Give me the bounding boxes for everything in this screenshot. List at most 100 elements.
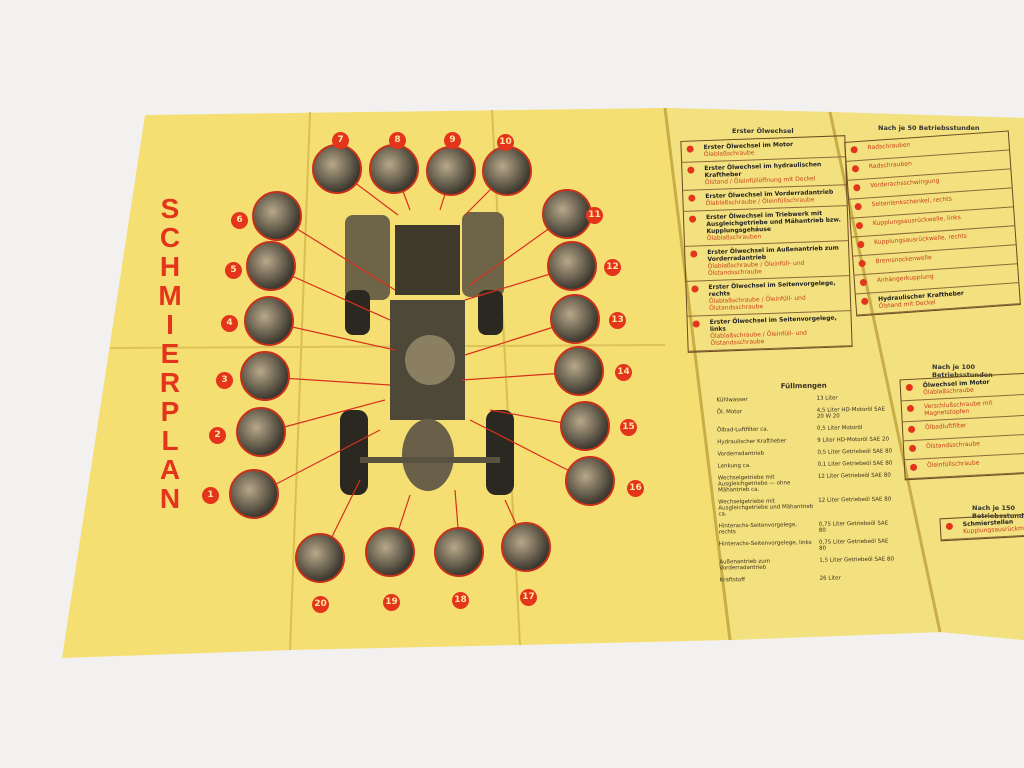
- fill-item: Kraftstoff: [719, 577, 746, 584]
- every-100-heading: Nach je 100 Betriebsstunden: [932, 363, 993, 379]
- point-number: 10: [497, 134, 514, 151]
- fill-row: Hinterachs-Seitenvorgelege, rechts 0,75 L…: [718, 520, 894, 536]
- fill-row: Ölbad-Luftfilter ca.0,5 Liter Motoröl: [717, 424, 892, 434]
- fill-value: 1,5 Liter Getriebeöl SAE 80: [819, 556, 895, 564]
- fill-quantities-heading: Füllmengen: [780, 381, 827, 391]
- detail-photo-8: [369, 144, 419, 194]
- title-letter: M: [158, 280, 182, 311]
- detail-photo-9: [426, 146, 476, 196]
- point-number: 14: [615, 364, 632, 381]
- row-detail: Ölstandsschraube: [925, 440, 981, 451]
- point-number: 1: [202, 487, 219, 504]
- lube-point-dot: [690, 250, 698, 258]
- title-letter: P: [160, 396, 180, 427]
- point-number: 16: [627, 480, 644, 497]
- lube-point-dot: [850, 146, 858, 154]
- fill-value: 13 Liter: [816, 395, 838, 402]
- detail-photo-11: [542, 189, 592, 239]
- fill-row: Lenkung ca.0,1 Liter Getriebeöl SAE 80: [718, 460, 893, 469]
- detail-photo-20: [295, 533, 345, 583]
- lube-point-dot: [687, 166, 695, 174]
- lube-point-dot: [854, 202, 862, 211]
- title-letter: N: [159, 483, 181, 514]
- point-number: 15: [620, 419, 637, 436]
- lube-point-dot: [688, 194, 696, 202]
- fill-row: Hydraulischer Kraftheber 9 Liter HD-Motor…: [717, 436, 892, 446]
- fill-row: Vorderradantrieb 0,5 Liter Getriebeöl SAE…: [717, 448, 892, 457]
- fill-value: 0,5 Liter Getriebeöl SAE 80: [817, 448, 893, 456]
- title-letter: L: [161, 425, 179, 456]
- fill-row: Wechselgetriebe mit Ausgleichgetriebe un…: [718, 496, 893, 518]
- fill-row: Wechselgetriebe mit Ausgleichgetriebe — …: [717, 472, 893, 494]
- lube-point-dot: [906, 404, 915, 413]
- title-letter: I: [166, 309, 174, 340]
- point-number: 8: [389, 132, 406, 149]
- detail-photo-13: [550, 294, 600, 344]
- every-150-heading: Nach je 150 Betriebsstunden: [972, 504, 1024, 520]
- table-row: Erster Ölwechsel im Triebwerk mit Ausgle…: [683, 206, 848, 247]
- fill-value: 0,75 Liter Getriebeöl SAE 80: [818, 520, 889, 534]
- fill-item: Hydraulischer Kraftheber: [717, 438, 787, 446]
- fill-item: Kühlwasser: [716, 396, 748, 404]
- fill-value: 12 Liter Getriebeöl SAE 80: [818, 496, 892, 504]
- detail-photo-18: [434, 527, 484, 577]
- detail-photo-3: [240, 351, 290, 401]
- fill-item: Hinterachs-Seitenvorgelege, links: [718, 539, 812, 548]
- detail-photo-2: [236, 407, 286, 457]
- lube-point-dot: [907, 425, 916, 434]
- fill-item: Hinterachs-Seitenvorgelege, rechts: [718, 522, 798, 536]
- point-number: 5: [225, 262, 242, 279]
- fill-item: Wechselgetriebe mit Ausgleichgetriebe un…: [718, 498, 814, 518]
- detail-photo-10: [482, 146, 532, 196]
- point-number: 9: [444, 132, 461, 149]
- fill-item: Lenkung ca.: [717, 462, 751, 470]
- table-row: Erster Ölwechsel im Seitenvorgelege, lin…: [687, 311, 852, 352]
- point-number: 12: [604, 259, 621, 276]
- fill-item: Vorderradantrieb: [717, 450, 765, 458]
- detail-photo-17: [501, 522, 551, 572]
- detail-photo-19: [365, 527, 415, 577]
- lube-point-dot: [861, 297, 869, 306]
- fill-item: Wechselgetriebe mit Ausgleichgetriebe — …: [717, 474, 791, 494]
- lube-point-dot: [908, 444, 917, 453]
- first-change-heading: Erster Ölwechsel: [732, 127, 794, 135]
- point-number: 19: [383, 594, 400, 611]
- lube-point-dot: [859, 278, 868, 287]
- title-letter: C: [159, 222, 181, 253]
- lube-point-dot: [686, 145, 694, 153]
- lube-point-dot: [945, 522, 954, 531]
- lube-point-dot: [857, 240, 865, 249]
- detail-photo-5: [246, 241, 296, 291]
- detail-photo-4: [244, 296, 294, 346]
- lube-point-dot: [909, 463, 918, 472]
- lube-point-dot: [853, 183, 861, 192]
- title-letter: E: [160, 338, 180, 369]
- detail-photo-14: [554, 346, 604, 396]
- detail-photo-15: [560, 401, 610, 451]
- lube-point-dot: [692, 320, 700, 328]
- point-number: 2: [209, 427, 226, 444]
- lube-point-dot: [905, 383, 914, 392]
- fill-value: 0,5 Liter Motoröl: [816, 425, 863, 432]
- point-number: 3: [216, 372, 233, 389]
- lube-point-dot: [691, 285, 699, 293]
- tractor-illustration: [340, 212, 514, 495]
- row-detail: Ölbadluftfilter: [924, 422, 967, 432]
- detail-photo-12: [547, 241, 597, 291]
- fill-value: 26 Liter: [819, 575, 841, 582]
- point-number: 11: [586, 207, 603, 224]
- point-number: 6: [231, 212, 248, 229]
- title-letter: H: [159, 251, 181, 282]
- lube-point-dot: [855, 221, 864, 230]
- fill-item: Öl. Motor: [716, 409, 743, 416]
- fill-value: 9 Liter HD-Motoröl SAE 20: [817, 436, 890, 444]
- table-row: Erster Ölwechsel im Seitenvorgelege, rec…: [686, 276, 851, 317]
